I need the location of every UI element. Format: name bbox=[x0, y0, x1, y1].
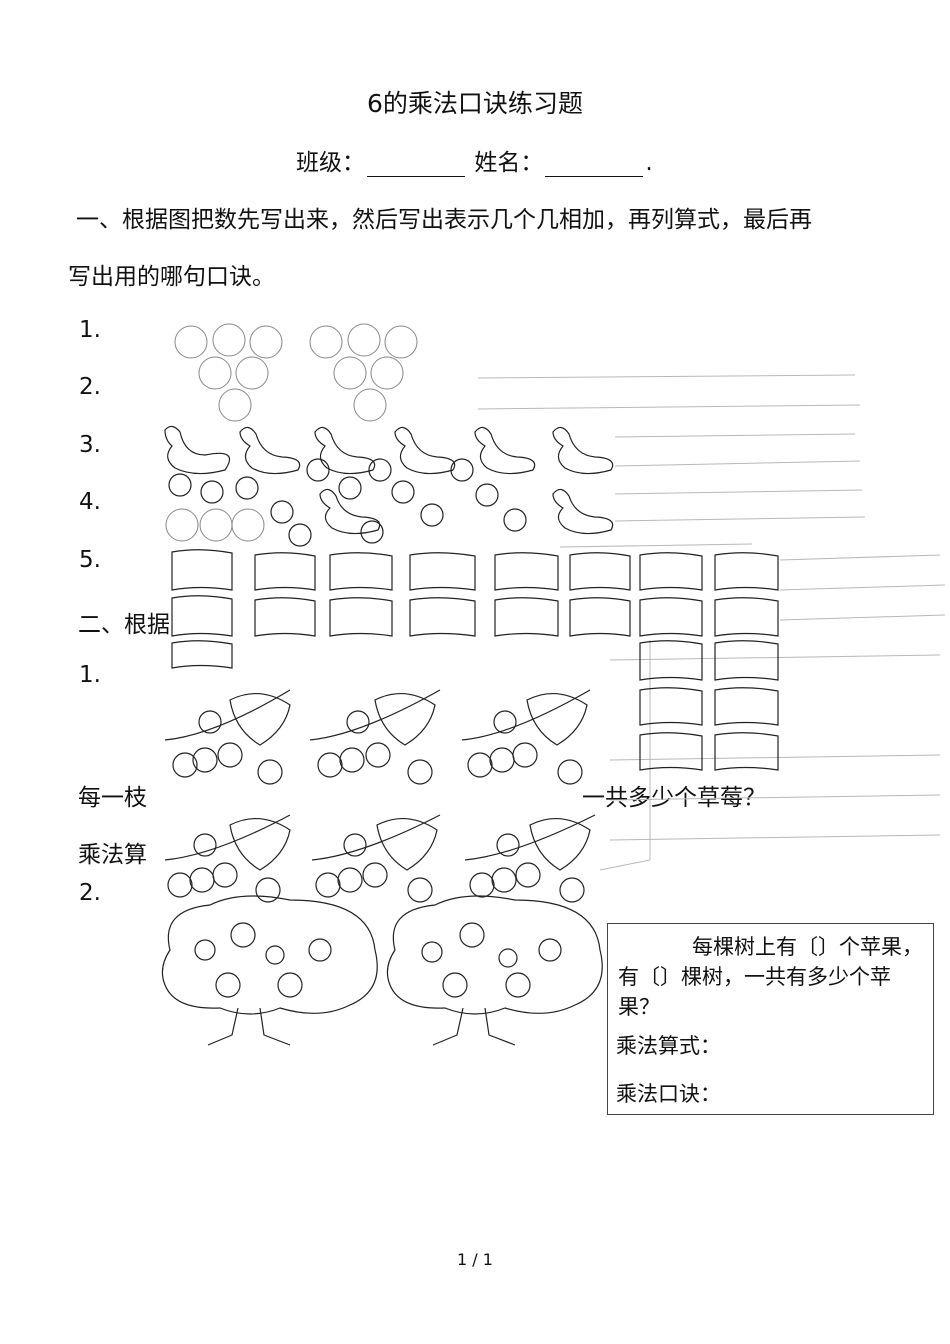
s1-item-5: 5. bbox=[79, 547, 101, 573]
class-blank[interactable] bbox=[367, 154, 465, 177]
s2-item-1: 1. bbox=[79, 662, 101, 688]
s2-formula-fragment: 乘法算 bbox=[78, 842, 147, 868]
page-title: 6的乘法口诀练习题 bbox=[367, 89, 583, 118]
name-label: 姓名： bbox=[474, 150, 544, 176]
class-name-line: 班级： 姓名：. bbox=[296, 143, 653, 177]
apple-formula-label: 乘法算式： bbox=[616, 1034, 721, 1058]
section1-instruction-line1: 一、根据图把数先写出来，然后写出表示几个几相加，再列算式，最后再 bbox=[76, 207, 812, 233]
s2-question-left: 每一枝 bbox=[78, 785, 147, 811]
s1-item-2: 2. bbox=[79, 374, 101, 400]
s1-item-4: 4. bbox=[79, 489, 101, 515]
name-blank[interactable] bbox=[545, 154, 644, 177]
ducks bbox=[164, 425, 614, 535]
s1-item-1: 1. bbox=[79, 317, 101, 343]
name-end: . bbox=[645, 150, 653, 176]
apple-trees bbox=[161, 895, 603, 1046]
apple-question-text: 每棵树上有〔〕个苹果，有〔〕棵树，一共有多少个苹果？ bbox=[618, 935, 923, 1019]
suns bbox=[168, 458, 527, 547]
answer-lines bbox=[477, 374, 946, 871]
flags bbox=[171, 549, 779, 771]
strawberry-branches bbox=[164, 689, 596, 903]
s2-item-2: 2. bbox=[79, 880, 101, 906]
section2-heading: 二、根据 bbox=[78, 612, 170, 638]
class-label: 班级： bbox=[296, 150, 365, 176]
s1-item-3: 3. bbox=[79, 432, 101, 458]
apple-question-box: 每棵树上有〔〕个苹果，有〔〕棵树，一共有多少个苹果？ 乘法算式： 乘法口诀： bbox=[607, 923, 934, 1115]
page-number: 1 / 1 bbox=[457, 1250, 493, 1269]
smiley-faces bbox=[165, 323, 418, 542]
apple-rhyme-label: 乘法口诀： bbox=[616, 1082, 721, 1106]
section1-instruction-line2: 写出用的哪句口诀。 bbox=[68, 264, 275, 290]
